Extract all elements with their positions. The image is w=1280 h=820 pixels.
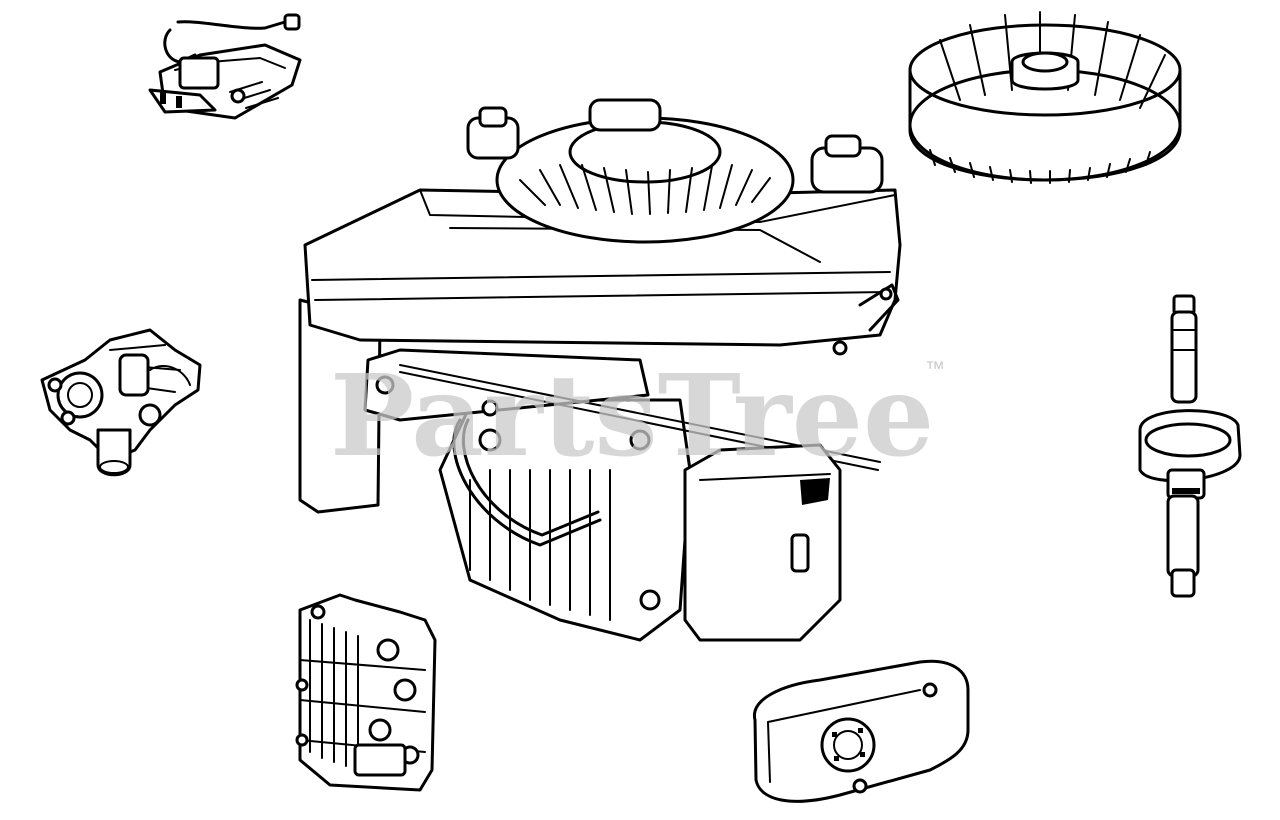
partstree-watermark: PartsTree ™ (330, 351, 945, 482)
engine-block-part[interactable] (298, 98, 902, 642)
ignition-armature-part[interactable] (148, 13, 302, 120)
carburetor-part[interactable] (40, 328, 202, 477)
cylinder-head-part[interactable] (295, 593, 437, 792)
watermark-text: PartsTree (330, 351, 934, 482)
air-filter-cover-part[interactable] (753, 659, 970, 803)
flywheel-part[interactable] (908, 11, 1182, 184)
crankshaft-part[interactable] (1138, 294, 1242, 598)
watermark-trademark: ™ (925, 358, 945, 380)
